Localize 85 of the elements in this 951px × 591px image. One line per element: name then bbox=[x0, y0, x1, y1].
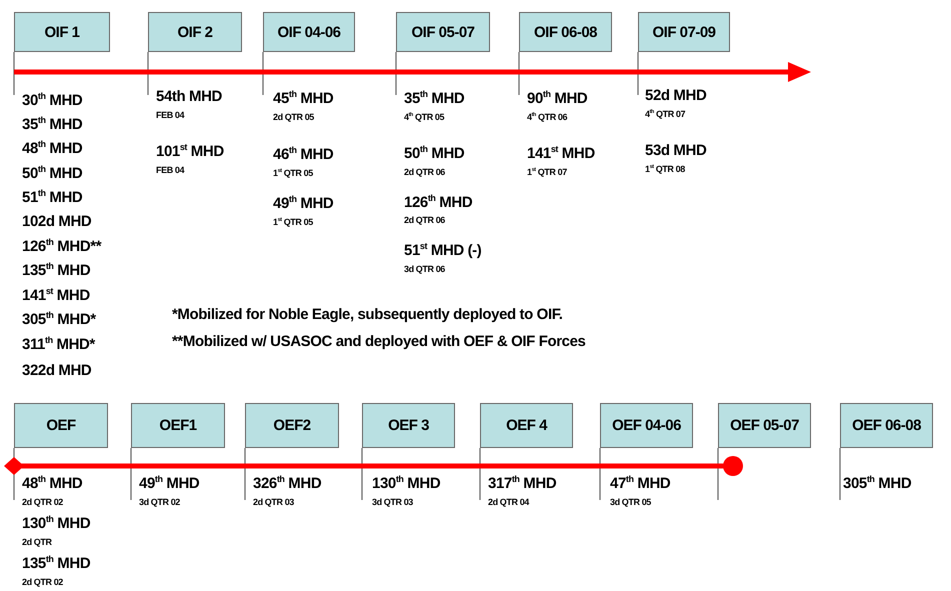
unit-label: 141$^{st}$ MHD bbox=[22, 288, 90, 304]
period-label: OIF 07-09 bbox=[652, 24, 716, 40]
period-box bbox=[14, 12, 110, 52]
period-box bbox=[519, 12, 612, 52]
period-label: OEF 04-06 bbox=[612, 417, 681, 434]
date-label: 2d QTR bbox=[22, 538, 52, 548]
unit-label: 30$^{th}$ MHD bbox=[22, 93, 82, 110]
unit-label: 49$^{th}$ MHD bbox=[139, 476, 200, 492]
date-label: 2d QTR 04 bbox=[488, 498, 529, 508]
date-label: 3d QTR 02 bbox=[139, 498, 180, 508]
unit-label: 317$^{th}$ MHD bbox=[488, 476, 556, 492]
period-label: OEF 4 bbox=[506, 417, 547, 434]
unit-label: 130$^{th}$ MHD bbox=[372, 476, 440, 492]
unit-label: 326$^{th}$ MHD bbox=[253, 476, 322, 492]
period-box bbox=[362, 403, 455, 448]
date-label: 2d QTR 06 bbox=[404, 168, 445, 178]
period-box bbox=[600, 403, 693, 448]
date-label: FEB 04 bbox=[156, 111, 184, 121]
unit-label: 141$^{st}$ MHD bbox=[527, 146, 595, 162]
date-label: 1$^{st}$ QTR 08 bbox=[645, 165, 685, 175]
period-label: OEF 06-08 bbox=[852, 417, 921, 434]
unit-label: 130$^{th}$ MHD bbox=[22, 516, 90, 532]
date-label: 1$^{st}$ QTR 05 bbox=[273, 169, 313, 179]
date-label: 4$^{th}$ QTR 05 bbox=[404, 113, 444, 123]
unit-label: 126$^{th}$ MHD bbox=[404, 195, 472, 212]
date-label: 4$^{th}$ QTR 07 bbox=[645, 110, 686, 120]
period-box bbox=[718, 403, 811, 448]
period-label: OIF 06-08 bbox=[534, 24, 598, 40]
unit-label: 48$^{th}$ MHD bbox=[22, 141, 82, 158]
period-box bbox=[840, 403, 933, 448]
unit-label: 51$^{st}$ MHD (-) bbox=[404, 243, 482, 260]
unit-label: 35$^{th}$ MHD bbox=[404, 91, 464, 108]
unit-label: 90$^{th}$ MHD bbox=[527, 91, 588, 108]
unit-label: 46$^{th}$ MHD bbox=[273, 147, 334, 164]
period-label: OEF 3 bbox=[388, 417, 429, 434]
period-box bbox=[148, 12, 242, 52]
period-label: OIF 05-07 bbox=[411, 24, 475, 40]
unit-label: 47$^{th}$ MHD bbox=[610, 476, 670, 492]
footnote: *Mobilized for Noble Eagle, subsequently deployed to OIF. bbox=[172, 307, 563, 324]
unit-label: 50$^{th}$ MHD bbox=[404, 146, 464, 162]
period-box bbox=[131, 403, 225, 448]
unit-label: 305$^{th}$ MHD* bbox=[22, 312, 96, 328]
date-label: 3d QTR 06 bbox=[404, 265, 445, 275]
unit-label: 45$^{th}$ MHD bbox=[273, 91, 334, 108]
unit-label: 322d MHD bbox=[22, 363, 92, 380]
unit-label: 53d MHD bbox=[645, 143, 706, 160]
period-box bbox=[14, 403, 108, 448]
unit-label: 101$^{st}$ MHD bbox=[156, 144, 224, 160]
period-label: OEF bbox=[46, 417, 76, 434]
period-label: OEF 05-07 bbox=[730, 417, 799, 434]
date-label: FEB 04 bbox=[156, 166, 184, 176]
unit-label: 54th MHD bbox=[156, 89, 222, 106]
date-label: 2d QTR 02 bbox=[22, 578, 63, 588]
period-label: OEF2 bbox=[273, 417, 311, 434]
period-label: OIF 1 bbox=[44, 24, 80, 40]
date-label: 1$^{st}$ QTR 05 bbox=[273, 218, 313, 228]
date-label: 4$^{th}$ QTR 06 bbox=[527, 113, 568, 123]
period-label: OIF 04-06 bbox=[277, 24, 341, 40]
period-label: OEF1 bbox=[159, 417, 197, 434]
unit-label: 50$^{th}$ MHD bbox=[22, 166, 82, 182]
unit-label: 102d MHD bbox=[22, 214, 92, 230]
period-box bbox=[638, 12, 730, 52]
period-box bbox=[480, 403, 573, 448]
unit-label: 35$^{th}$ MHD bbox=[22, 117, 82, 134]
date-label: 3d QTR 03 bbox=[372, 498, 413, 508]
unit-label: 49$^{th}$ MHD bbox=[273, 196, 334, 212]
unit-label: 305$^{th}$ MHD bbox=[843, 476, 912, 492]
period-box bbox=[396, 12, 490, 52]
date-label: 2d QTR 03 bbox=[253, 498, 294, 508]
unit-label: 135$^{th}$ MHD bbox=[22, 556, 90, 572]
unit-label: 51$^{th}$ MHD bbox=[22, 190, 82, 206]
unit-label: 52d MHD bbox=[645, 88, 706, 104]
date-label: 2d QTR 02 bbox=[22, 498, 63, 508]
date-label: 3d QTR 05 bbox=[610, 498, 651, 508]
footnote: **Mobilized w/ USASOC and deployed with OEF & OIF Forces bbox=[172, 334, 586, 350]
date-label: 2d QTR 06 bbox=[404, 216, 445, 226]
period-box bbox=[245, 403, 339, 448]
unit-label: 48$^{th}$ MHD bbox=[22, 476, 82, 492]
unit-label: 311$^{th}$ MHD* bbox=[22, 337, 95, 354]
unit-label: 135$^{th}$ MHD bbox=[22, 263, 90, 280]
unit-label: 126$^{th}$ MHD** bbox=[22, 239, 102, 256]
period-box bbox=[263, 12, 355, 52]
date-label: 2d QTR 05 bbox=[273, 113, 314, 123]
period-label: OIF 2 bbox=[177, 24, 212, 40]
date-label: 1$^{st}$ QTR 07 bbox=[527, 168, 567, 178]
